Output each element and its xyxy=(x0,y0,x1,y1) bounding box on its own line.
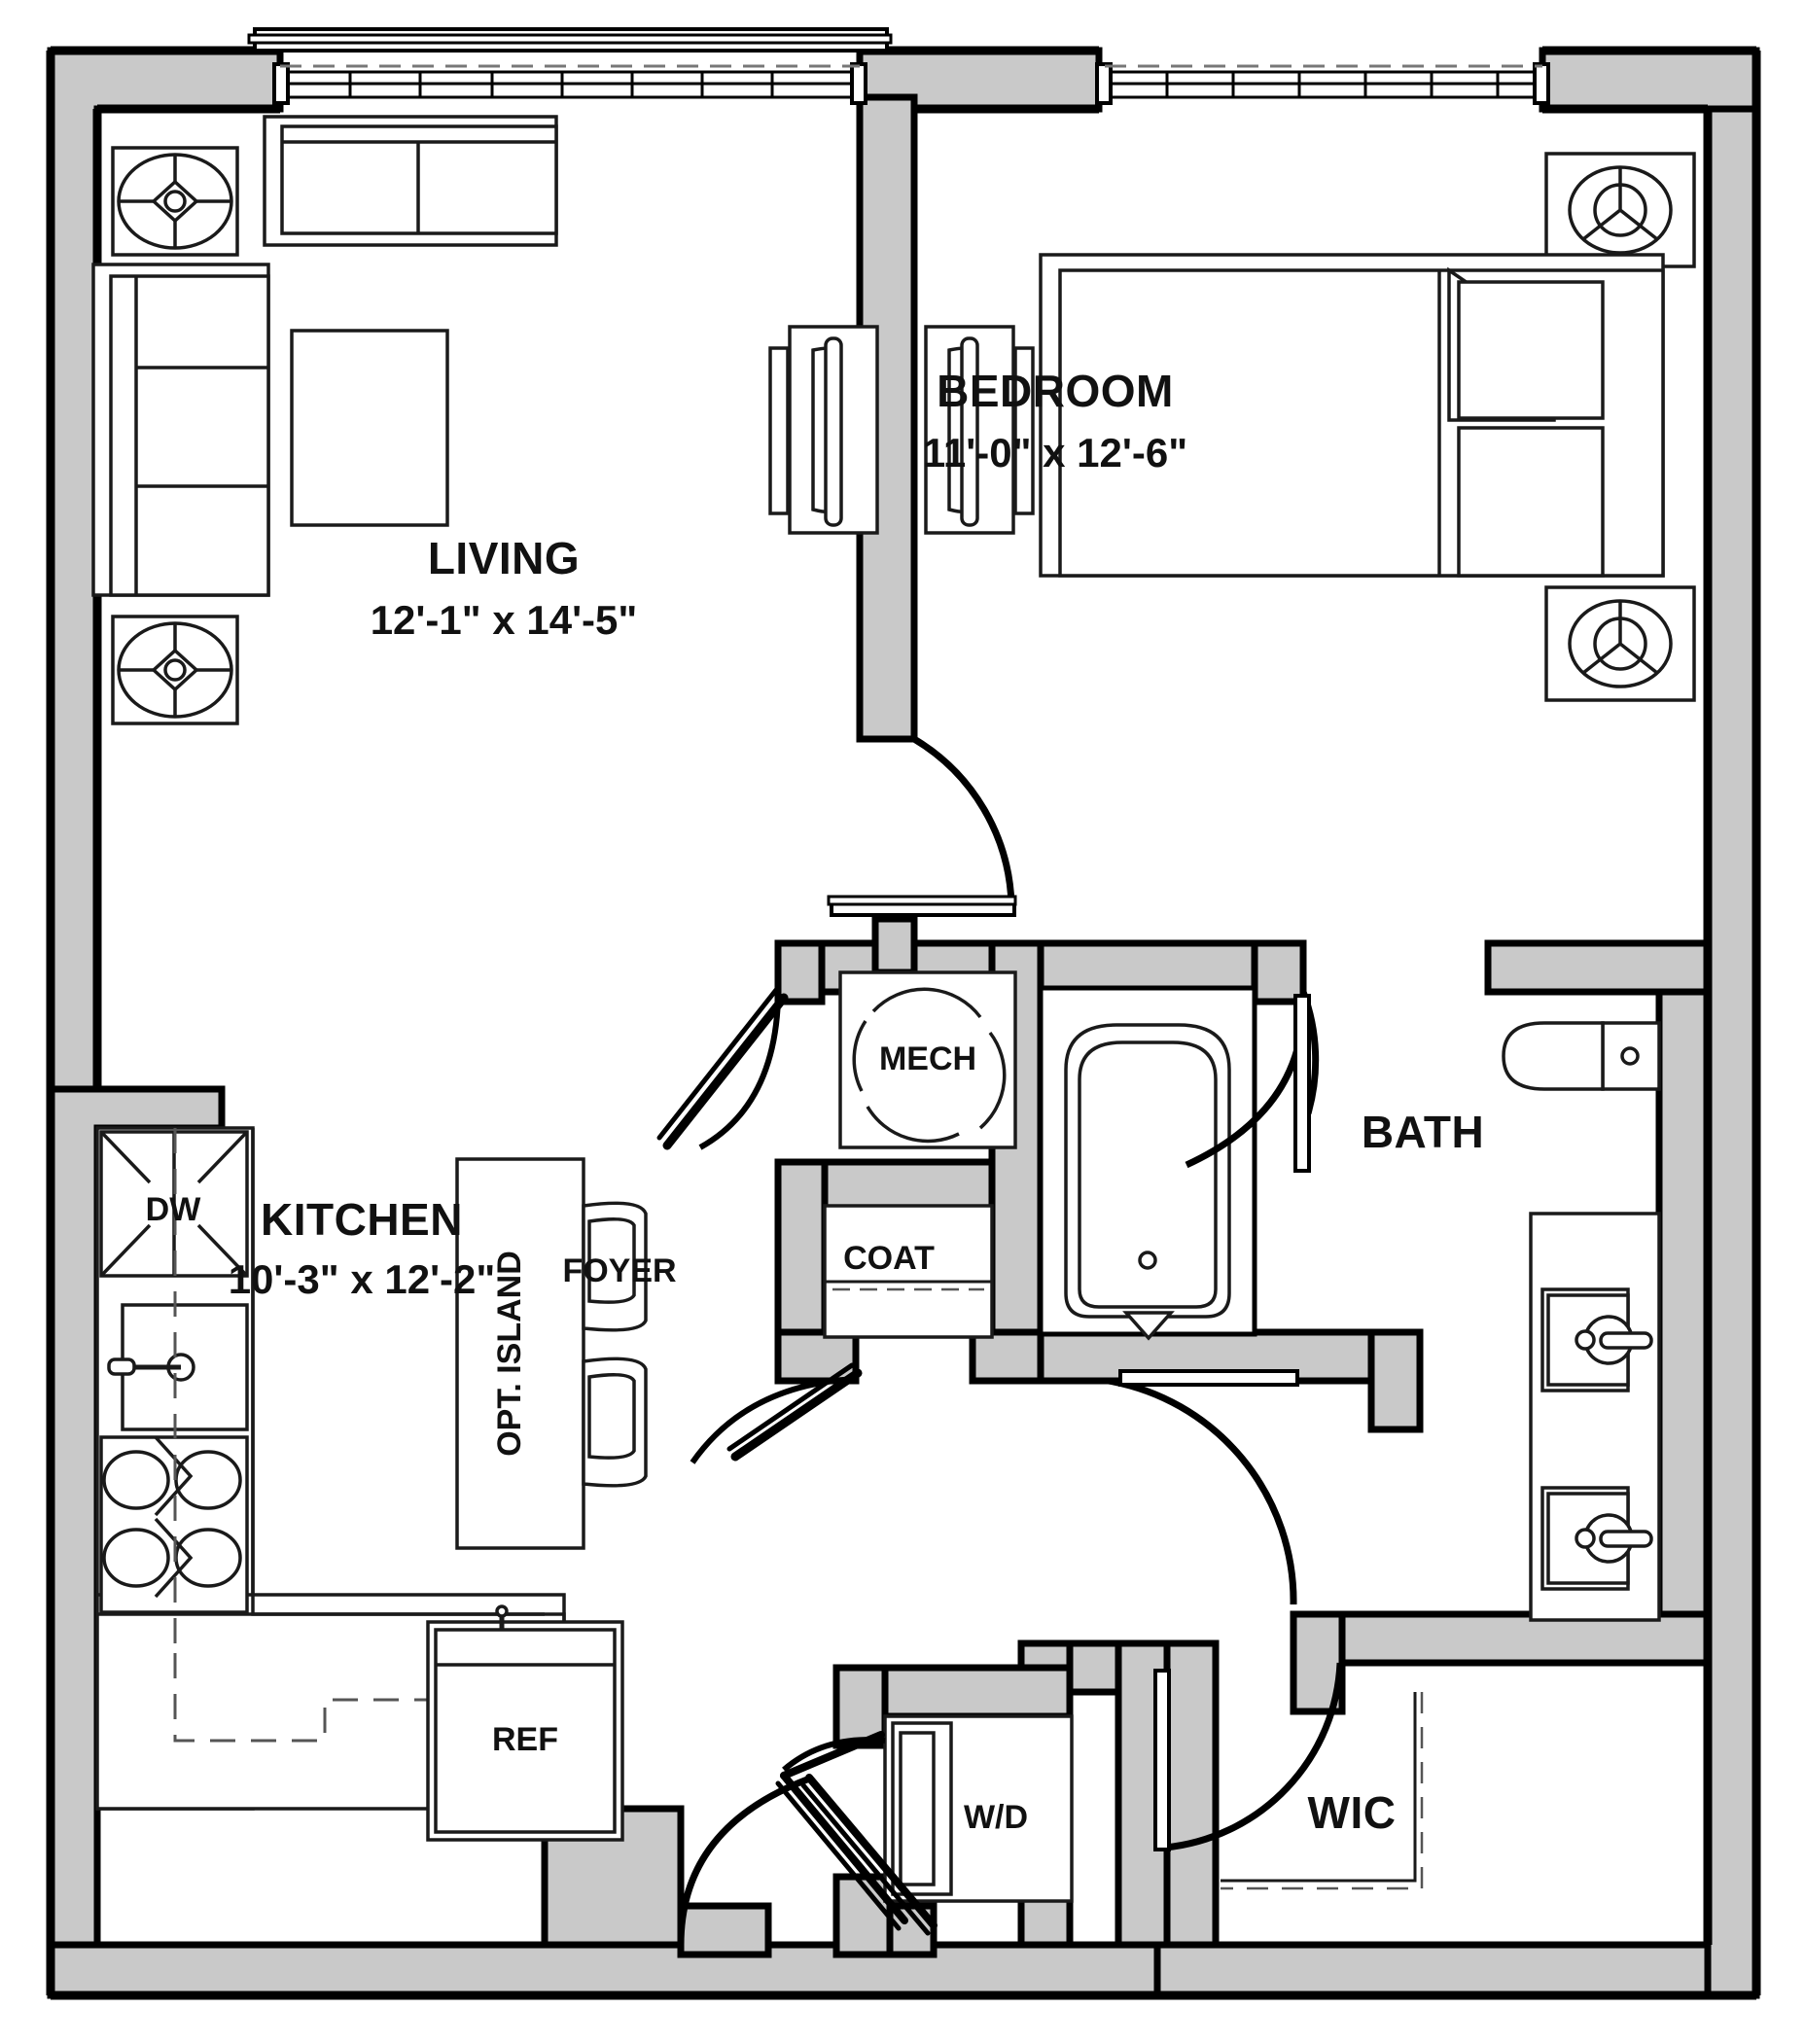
laundry-unit xyxy=(883,1714,1074,1903)
sofa-icon xyxy=(91,263,270,597)
living-room-furniture xyxy=(91,115,879,725)
room-label-foyer: FOYER xyxy=(562,1252,676,1289)
vanity-sink-icon xyxy=(1540,1287,1653,1392)
wall-coat-bottom-right xyxy=(969,1328,1044,1385)
room-label-wic: WIC xyxy=(1308,1787,1397,1838)
room-dim-kitchen: 10'-3" x 12'-2" xyxy=(229,1256,496,1302)
door-swing-icon[interactable] xyxy=(1108,1369,1299,1605)
bed-icon xyxy=(1039,253,1665,578)
exterior-wall-bottom xyxy=(47,1941,1161,1999)
exterior-wall-bottom-step-b xyxy=(677,1902,772,1958)
ceiling-fan-icon xyxy=(1544,152,1696,268)
loveseat-icon xyxy=(263,115,558,247)
wic-shelf-line xyxy=(1221,1692,1417,1883)
upper-cabinet-dashes xyxy=(173,1128,564,1743)
pendant-light-icon xyxy=(111,615,239,725)
window-assembly-right xyxy=(1095,62,1550,105)
window-sill-right xyxy=(1103,70,1544,86)
vanity-sink-icon xyxy=(1540,1486,1653,1591)
wall-bath-top-right xyxy=(1484,939,1712,996)
door-swing-icon[interactable] xyxy=(690,1362,863,1464)
bedroom-furniture xyxy=(924,152,1696,702)
wall-bath-right-interior xyxy=(1655,939,1712,1657)
window-jamb-left-a xyxy=(272,62,290,105)
closet-label-mech: MECH xyxy=(879,1040,976,1077)
wall-mech-left-jamb xyxy=(774,939,826,1005)
mech-closet xyxy=(838,970,1017,1149)
wall-bath-door-jamb xyxy=(1251,939,1307,1005)
bar-stool-icon xyxy=(582,1357,648,1488)
pendant-light-icon xyxy=(111,146,239,257)
room-label-kitchen: KITCHEN xyxy=(261,1194,463,1245)
appliance-label-dw: DW xyxy=(146,1191,202,1228)
media-unit-icon xyxy=(924,325,1035,535)
kitchen-island-icon xyxy=(455,1157,648,1550)
door-swing-icon[interactable] xyxy=(656,987,789,1150)
wic-shelving xyxy=(1221,1692,1424,1890)
coffee-table-icon xyxy=(290,329,449,527)
media-unit-icon xyxy=(768,325,879,535)
entry-door-icon[interactable] xyxy=(677,1774,938,1946)
wall-wic-nib xyxy=(1290,1610,1346,1715)
appliance-label-ref: REF xyxy=(492,1721,558,1758)
closet-label-coat: COAT xyxy=(843,1240,935,1277)
room-dim-bedroom: 11'-0" x 12'-6" xyxy=(923,430,1187,476)
window-jamb-right-b xyxy=(1533,62,1550,105)
fixture-label-opt-island: OPT. ISLAND xyxy=(491,1251,528,1457)
wall-coat-bottom xyxy=(774,1328,860,1385)
window-jamb-right-a xyxy=(1095,62,1113,105)
room-dim-living: 12'-1" x 14'-5" xyxy=(371,597,638,643)
doors xyxy=(656,735,1344,1946)
door-swing-icon[interactable] xyxy=(1185,990,1331,1173)
wall-core-top-nib xyxy=(871,915,918,976)
room-label-living: LIVING xyxy=(428,533,580,583)
room-label-bath: BATH xyxy=(1362,1107,1484,1157)
refrigerator-icon xyxy=(426,1604,624,1842)
toilet-icon xyxy=(1502,1021,1661,1091)
wall-bath-bottom-nib xyxy=(1367,1328,1424,1433)
vanity-counter xyxy=(1529,1212,1661,1622)
kitchen-casework xyxy=(95,1126,648,1842)
room-labels: LIVING 12'-1" x 14'-5" BEDROOM 11'-0" x … xyxy=(146,366,1484,1838)
exterior-wall-top-right xyxy=(1539,47,1760,113)
window-assembly-left xyxy=(247,27,893,105)
ceiling-fan-icon xyxy=(1544,585,1696,702)
mech-unit-box xyxy=(838,970,1017,1149)
bathroom-fixtures xyxy=(1038,985,1661,1622)
window-jamb-left-b xyxy=(850,62,867,105)
bar-stool-icon xyxy=(582,1201,648,1332)
mech-swirl-icon xyxy=(852,987,1007,1144)
wall-wic-left xyxy=(1163,1639,1220,1949)
door-swing-icon[interactable] xyxy=(775,1731,908,1931)
exterior-wall-right xyxy=(1704,47,1760,1999)
exterior-wall-bottom-right xyxy=(1153,1941,1760,1999)
bathtub-icon xyxy=(1064,1023,1231,1341)
kitchen-sink-icon xyxy=(107,1303,249,1431)
wic-rod-dash xyxy=(1221,1692,1424,1890)
window-glass-right xyxy=(1103,82,1544,99)
coat-closet xyxy=(823,1204,994,1339)
appliance-label-wd: W/D xyxy=(964,1799,1028,1836)
room-label-bedroom: BEDROOM xyxy=(937,366,1174,416)
door-swing-icon[interactable] xyxy=(1153,1662,1344,1851)
door-swing-icon[interactable] xyxy=(827,735,1017,917)
